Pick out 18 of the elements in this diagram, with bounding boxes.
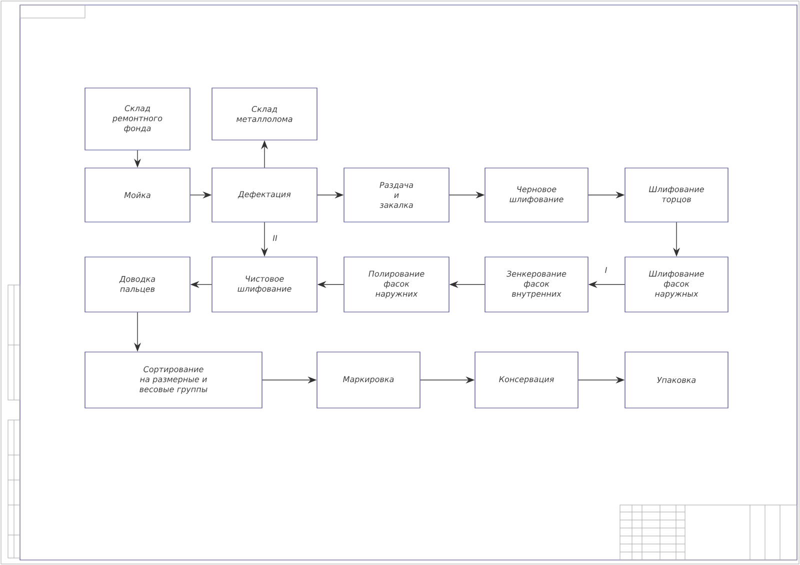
process-box: Шлифование фасок наружных (624, 256, 728, 312)
process-box: Маркировка (316, 352, 420, 408)
process-box: Сортирование на размерные и весовые группы (84, 352, 262, 408)
edge-label: I (604, 266, 608, 274)
process-box: Упаковка (624, 352, 728, 408)
process-box: Доводка пальцев (84, 256, 190, 312)
process-box: Зенкерование фасок внутренних (484, 256, 588, 312)
process-box: Консервация (474, 352, 578, 408)
process-box: Раздача и закалка (344, 168, 450, 222)
process-box: Чистовое шлифование (212, 256, 318, 312)
process-box: Мойка (84, 168, 190, 222)
process-box: Черновое шлифование (484, 168, 588, 222)
process-box: Склад ремонтного фонда (84, 88, 190, 150)
process-box: Шлифование торцов (624, 168, 728, 222)
process-box: Склад металлолома (212, 88, 318, 140)
edge-label: II (272, 234, 278, 242)
process-box: Дефектация (212, 168, 318, 222)
process-box: Полирование фасок наружних (344, 256, 450, 312)
